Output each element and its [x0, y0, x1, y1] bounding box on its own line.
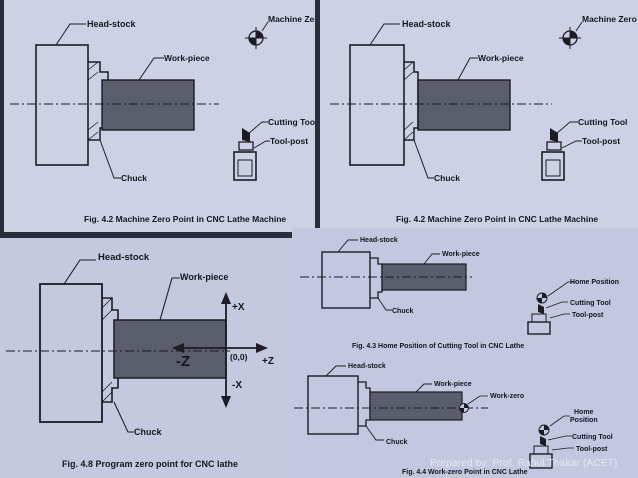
- tool-post-icon: [541, 151, 565, 181]
- headstock-label: Head-stock: [360, 237, 398, 244]
- program-zero-axes: [172, 292, 268, 408]
- tool-post-label: Tool-post: [576, 446, 608, 453]
- tool-post-label: Tool-post: [572, 312, 604, 319]
- plus-x-label: +X: [232, 302, 245, 313]
- home-label-line1: Home: [574, 409, 594, 416]
- home-position-icon: [536, 292, 548, 304]
- headstock-block: [35, 44, 89, 166]
- chuck-leader: [413, 139, 434, 179]
- chuck-label: Chuck: [134, 427, 163, 437]
- workpiece-label: Work-piece: [478, 53, 524, 63]
- home-position-figure: Head-stock Work-piece Home Position Cutt…: [300, 237, 619, 350]
- chuck-label: Chuck: [392, 308, 414, 315]
- figure-caption: Fig. 4.4 Work-zero Point in CNC Lathe: [402, 469, 528, 476]
- home-label-line2: Position: [570, 417, 598, 424]
- workpiece-leader: [138, 57, 164, 81]
- diagram-machine-zero-right: Head-stock Work-piece Machine Zero Cutti…: [320, 0, 638, 232]
- workpiece-label: Work-piece: [164, 53, 210, 63]
- workpiece-label: Work-piece: [434, 381, 472, 388]
- tool-post-label: Tool-post: [582, 136, 620, 146]
- chuck-label: Chuck: [434, 173, 460, 183]
- cutting-tool-icon: [538, 304, 544, 314]
- cutting-tool-label: Cutting Tool: [570, 300, 611, 307]
- figure-caption: Fig. 4.2 Machine Zero Point in CNC Lathe…: [84, 214, 286, 224]
- headstock-label: Head-stock: [98, 252, 150, 263]
- home-position-icon: [538, 424, 550, 436]
- work-zero-icon: [459, 403, 469, 413]
- cutting-tool-icon: [546, 128, 562, 151]
- headstock-block: [307, 375, 359, 435]
- minus-z-label: -Z: [176, 353, 190, 370]
- diagram-home-and-work-zero: Head-stock Work-piece Home Position Cutt…: [292, 228, 638, 478]
- tool-post-icon: [527, 313, 551, 335]
- diagram-machine-zero-left: Head-stock Work-piece Machine Zero Cutti…: [4, 0, 315, 232]
- figure-caption: Fig. 4.2 Machine Zero Point in CNC Lathe…: [396, 214, 598, 224]
- workpiece-bar: [369, 391, 463, 421]
- headstock-label: Head-stock: [348, 363, 386, 370]
- headstock-leader: [63, 259, 96, 285]
- lathe-home-position-drawing: Head-stock Work-piece Home Position Cutt…: [294, 237, 619, 476]
- minus-x-label: -X: [232, 380, 242, 391]
- chuck-jaws: [358, 381, 371, 427]
- cutting-tool-icon: [540, 436, 546, 446]
- lathe-machine-zero-drawing-2: Head-stock Work-piece Machine Zero Cutti…: [330, 14, 637, 224]
- workpiece-bar: [101, 79, 195, 131]
- machine-zero-icon: [245, 27, 267, 49]
- cutting-tool-label: Cutting Tool: [572, 434, 613, 441]
- work-zero-label: Work-zero: [490, 393, 524, 400]
- workpiece-label: Work-piece: [442, 251, 480, 258]
- cutting-tool-label: Cutting Tool: [578, 117, 627, 127]
- figure-caption: Fig. 4.8 Program zero point for CNC lath…: [62, 459, 238, 469]
- chuck-label: Chuck: [386, 439, 408, 446]
- origin-label: (0,0): [230, 352, 248, 362]
- machine-zero-label: Machine Zero: [268, 14, 315, 24]
- watermark-credit: Prepared by: Prof. Rahul Thakar (ACET): [430, 458, 618, 469]
- workpiece-label: Work-piece: [180, 272, 228, 282]
- workpiece-bar: [417, 79, 511, 131]
- chuck-label: Chuck: [121, 173, 147, 183]
- figure-caption: Fig. 4.3 Home Position of Cutting Tool i…: [352, 343, 524, 350]
- headstock-label: Head-stock: [402, 19, 452, 29]
- headstock-block: [349, 44, 405, 166]
- machine-zero-icon: [559, 27, 581, 49]
- tool-post-icon: [529, 445, 553, 469]
- chuck-leader: [113, 401, 134, 433]
- machine-zero-label: Machine Zero: [582, 14, 637, 24]
- lathe-program-zero-drawing: Head-stock Work-piece +X -X -Z +Z (0,0) …: [6, 252, 274, 469]
- workpiece-leader: [457, 57, 478, 81]
- lathe-machine-zero-drawing-1: Head-stock Work-piece Machine Zero Cutti…: [10, 14, 315, 224]
- work-zero-figure: Head-stock Work-piece Work-zero Home Pos…: [294, 363, 613, 476]
- tool-post-icon: [233, 151, 257, 181]
- headstock-block: [321, 251, 371, 309]
- headstock-leader: [55, 23, 86, 46]
- cutting-tool-icon: [238, 128, 254, 151]
- chuck-jaws: [370, 257, 383, 299]
- headstock-leader: [369, 23, 400, 46]
- plus-z-label: +Z: [262, 356, 274, 367]
- diagram-program-zero: Head-stock Work-piece +X -X -Z +Z (0,0) …: [0, 238, 292, 478]
- workpiece-leader: [159, 277, 180, 321]
- cutting-tool-label: Cutting Tool: [268, 117, 315, 127]
- headstock-block: [39, 283, 103, 423]
- chuck-leader: [99, 139, 121, 179]
- workpiece-bar: [113, 319, 227, 379]
- home-position-label: Home Position: [570, 279, 619, 286]
- tool-post-label: Tool-post: [270, 136, 308, 146]
- headstock-label: Head-stock: [87, 19, 137, 29]
